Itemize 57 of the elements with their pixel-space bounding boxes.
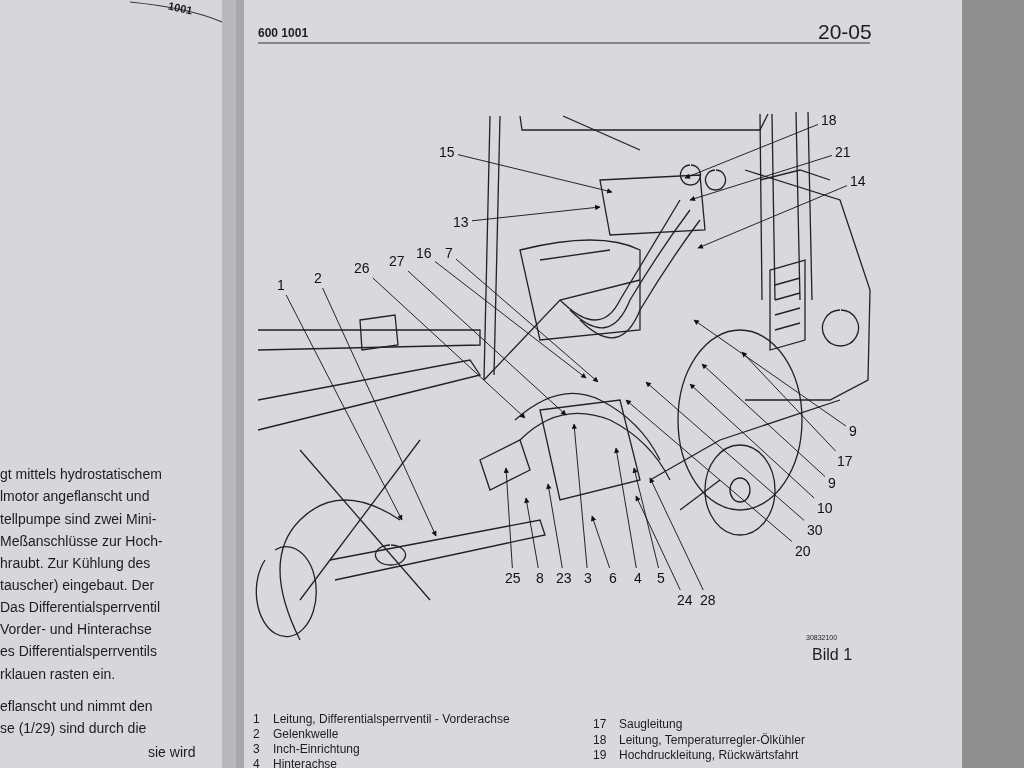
callout-number: 18 bbox=[820, 112, 838, 128]
legend-number: 17 bbox=[593, 717, 607, 731]
callout-number: 9 bbox=[827, 475, 837, 491]
legend-number: 18 bbox=[593, 733, 607, 747]
legend-text: Hinterachse bbox=[273, 757, 338, 768]
body-text: tauscher) eingebaut. Der bbox=[0, 577, 155, 593]
callout-number: 7 bbox=[444, 245, 454, 261]
callout-number: 28 bbox=[699, 592, 717, 608]
callout-number: 27 bbox=[388, 253, 406, 269]
figure-title: Bild 1 bbox=[812, 646, 853, 664]
legend-text: Inch-Einrichtung bbox=[273, 742, 360, 756]
page-number: 20-05 bbox=[818, 20, 872, 44]
callout-number: 15 bbox=[438, 144, 456, 160]
callout-number: 23 bbox=[555, 570, 573, 586]
callout-number: 30 bbox=[806, 522, 824, 538]
legend-number: 19 bbox=[593, 748, 607, 762]
callout-number: 21 bbox=[834, 144, 852, 160]
body-text: lmotor angeflanscht und bbox=[0, 488, 150, 504]
callout-number: 25 bbox=[504, 570, 522, 586]
legend-text: Saugleitung bbox=[619, 717, 683, 731]
body-text: rklauen rasten ein. bbox=[0, 666, 116, 682]
callout-number: 13 bbox=[452, 214, 470, 230]
callout-number: 24 bbox=[676, 592, 694, 608]
callout-number: 9 bbox=[848, 423, 858, 439]
callout-number: 8 bbox=[535, 570, 545, 586]
body-text: Meßanschlüsse zur Hoch- bbox=[0, 533, 163, 549]
body-text: hraubt. Zur Kühlung des bbox=[0, 555, 151, 571]
body-text: gt mittels hydrostatischem bbox=[0, 466, 162, 482]
legend-text: Gelenkwelle bbox=[273, 727, 339, 741]
callout-number: 6 bbox=[608, 570, 618, 586]
callout-number: 20 bbox=[794, 543, 812, 559]
legend-number: 3 bbox=[253, 742, 260, 756]
document-number: 600 1001 bbox=[258, 26, 309, 40]
body-text: sie wird bbox=[148, 744, 196, 760]
body-text: Das Differentialsperrventil bbox=[0, 599, 161, 615]
body-text: se (1/29) sind durch die bbox=[0, 720, 147, 736]
callout-number: 10 bbox=[816, 500, 834, 516]
callout-number: 4 bbox=[633, 570, 643, 586]
legend-number: 4 bbox=[253, 757, 260, 768]
legend-number: 2 bbox=[253, 727, 260, 741]
legend-text: Hochdruckleitung, Rückwärtsfahrt bbox=[619, 748, 799, 762]
body-text: eflanscht und nimmt den bbox=[0, 698, 153, 714]
callout-number: 3 bbox=[583, 570, 593, 586]
body-text: tellpumpe sind zwei Mini- bbox=[0, 511, 157, 527]
callout-number: 16 bbox=[415, 245, 433, 261]
body-text: es Differentialsperrventils bbox=[0, 643, 157, 659]
callout-number: 1 bbox=[276, 277, 286, 293]
callout-number: 26 bbox=[353, 260, 371, 276]
callout-number: 5 bbox=[656, 570, 666, 586]
legend-number: 1 bbox=[253, 712, 260, 726]
callout-number: 2 bbox=[313, 270, 323, 286]
body-text: Vorder- und Hinterachse bbox=[0, 621, 152, 637]
legend-text: Leitung, Temperaturregler-Ölkühler bbox=[619, 733, 805, 747]
legend-text: Leitung, Differentialsperrventil - Vorderachse bbox=[273, 712, 510, 726]
page-number: 1001 bbox=[167, 0, 194, 17]
callout-number: 17 bbox=[836, 453, 854, 469]
callout-number: 14 bbox=[849, 173, 867, 189]
